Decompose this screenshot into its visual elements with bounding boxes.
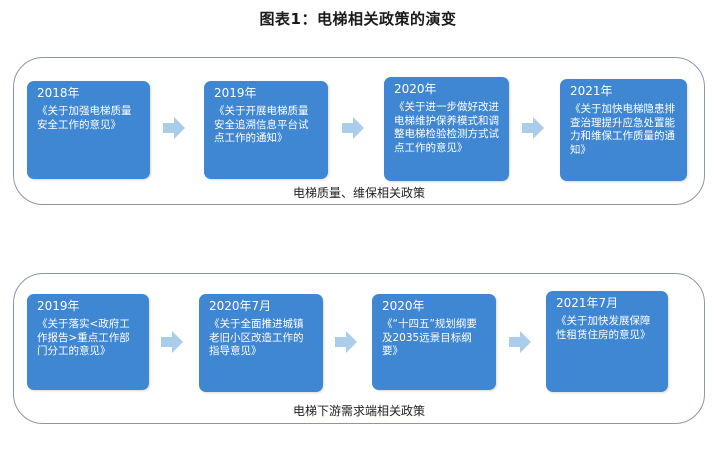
policy-card: 2021年 《关于加快电梯隐患排查治理提升应急处置能力和维保工作质量的通知》 [560, 79, 687, 181]
card-year: 2021年 [570, 84, 613, 98]
policy-card: 2021年7月 《关于加快发展保障性租赁住房的意见》 [546, 291, 668, 392]
card-year: 2018年 [37, 86, 80, 100]
card-text: 《关于加快电梯隐患排查治理提升应急处置能力和维保工作质量的通知》 [570, 103, 675, 156]
policy-card: 2019年 《关于开展电梯质量安全追溯信息平台试点工作的通知》 [204, 81, 328, 179]
policy-card: 2020年 《关于进一步做好改进电梯维护保养模式和调整电梯检验检测方式试点工作的… [384, 77, 509, 181]
card-year: 2020年7月 [209, 299, 272, 313]
card-year: 2019年 [214, 86, 257, 100]
right-arrow-icon [161, 331, 183, 353]
card-text: 《关于全面推进城镇老旧小区改造工作的指导意见》 [209, 318, 304, 357]
policy-card: 2019年 《关于落实<政府工作报告>重点工作部门分工的意见》 [27, 294, 149, 390]
card-text: 《关于加快发展保障性租赁住房的意见》 [556, 315, 651, 341]
policy-card: 2020年 《“十四五”规划纲要及2035远景目标纲要》 [372, 294, 496, 390]
card-year: 2020年 [394, 82, 437, 96]
policy-card: 2018年 《关于加强电梯质量安全工作的意见》 [27, 81, 150, 179]
card-year: 2020年 [382, 299, 425, 313]
right-arrow-icon [163, 117, 185, 139]
right-arrow-icon [342, 117, 364, 139]
right-arrow-icon [335, 331, 357, 353]
card-text: 《关于落实<政府工作报告>重点工作部门分工的意见》 [37, 318, 130, 357]
card-text: 《关于进一步做好改进电梯维护保养模式和调整电梯检验检测方式试点工作的意见》 [394, 101, 499, 154]
card-year: 2019年 [37, 299, 80, 313]
chart-title: 图表1：电梯相关政策的演变 [259, 10, 457, 28]
card-text: 《关于加强电梯质量安全工作的意见》 [37, 105, 132, 131]
right-arrow-icon [509, 331, 531, 353]
policy-card: 2020年7月 《关于全面推进城镇老旧小区改造工作的指导意见》 [199, 294, 323, 392]
card-text: 《“十四五”规划纲要及2035远景目标纲要》 [382, 318, 477, 357]
right-arrow-icon [522, 117, 544, 139]
panel-caption: 电梯质量、维保相关政策 [292, 186, 425, 200]
panel-caption: 电梯下游需求端相关政策 [292, 404, 425, 418]
card-text: 《关于开展电梯质量安全追溯信息平台试点工作的通知》 [214, 105, 309, 144]
card-year: 2021年7月 [556, 296, 619, 310]
